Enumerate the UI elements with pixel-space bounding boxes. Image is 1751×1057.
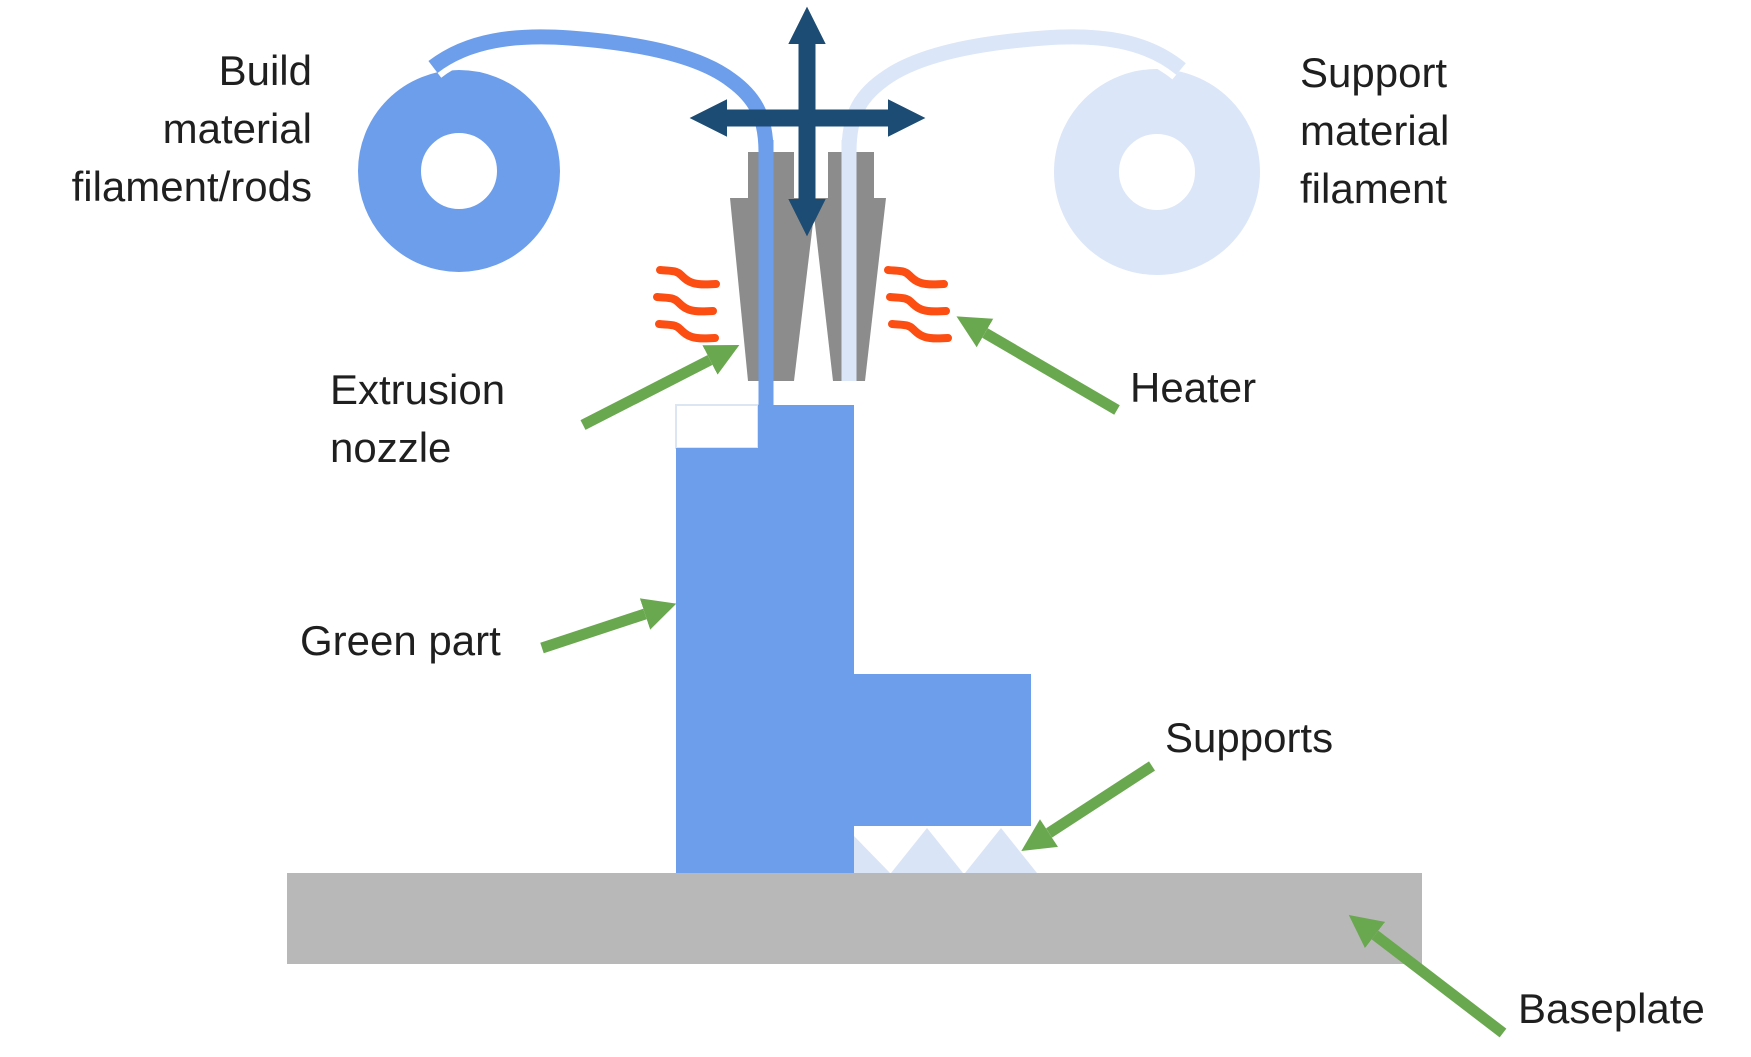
green-part-shape [676, 405, 1031, 873]
support-material-label: Support material filament [1300, 49, 1450, 212]
supports-pointer-arrow [1021, 761, 1155, 851]
supports-shape [854, 828, 1037, 873]
heater-pointer-arrow [956, 316, 1120, 415]
extrusion-nozzle-label: Extrusion nozzle [330, 366, 506, 471]
green-part-pointer-arrow [540, 598, 677, 654]
supports-label: Supports [1165, 714, 1334, 761]
extrusion-nozzle-pointer-arrow [580, 344, 740, 430]
support-filament-strand [841, 29, 1186, 381]
build-material-spool [358, 70, 560, 272]
motion-arrows-icon [689, 6, 926, 237]
heat-waves-left-icon [653, 266, 720, 343]
baseplate-pointer-arrow [1348, 914, 1507, 1038]
green-part-label: Green part [300, 617, 501, 664]
baseplate-label: Baseplate [1518, 985, 1705, 1032]
baseplate-shape [287, 873, 1422, 964]
heater-label: Heater [1130, 364, 1257, 411]
build-filament-strand [428, 29, 774, 448]
current-layer-notch [675, 404, 759, 449]
heat-waves-right-icon [884, 266, 952, 343]
build-material-label: Build material filament/rods [71, 47, 312, 210]
support-material-spool [1054, 69, 1260, 275]
